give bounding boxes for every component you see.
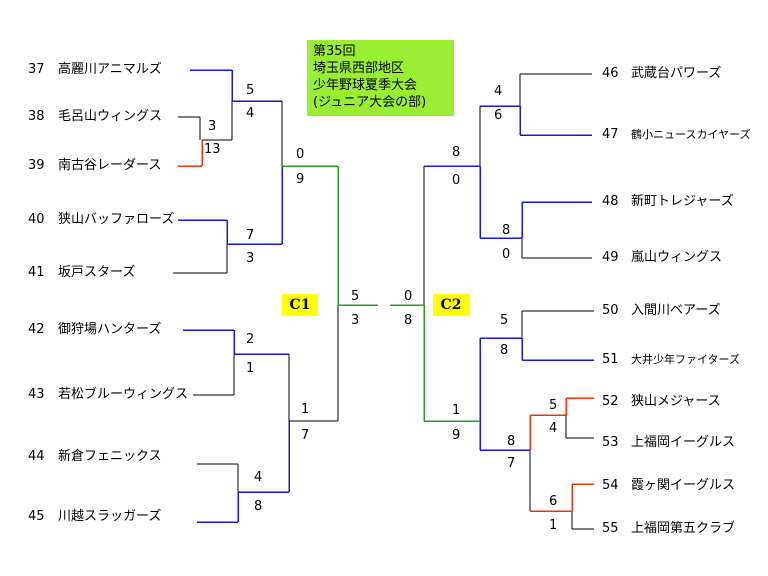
- team-name: 嵐山ウィングス: [631, 250, 723, 265]
- team-name: 上福岡イーグルス: [631, 435, 736, 450]
- score: 0: [296, 147, 305, 162]
- score: 0: [404, 289, 413, 304]
- team-number: 46: [602, 66, 619, 81]
- score: 8: [502, 223, 511, 238]
- team-name: 狭山バッファローズ: [58, 212, 175, 227]
- team-number: 40: [28, 212, 45, 227]
- score: 8: [500, 343, 509, 358]
- team-name: 新倉フェニックス: [58, 449, 162, 464]
- team-name: 上福岡第五クラブ: [631, 521, 736, 536]
- score: 0: [452, 173, 461, 188]
- team-name: 入間川ベアーズ: [631, 303, 721, 318]
- team-number: 44: [28, 449, 45, 464]
- block-label-right: C2: [433, 294, 469, 316]
- team-name: 御狩場ハンターズ: [58, 322, 162, 337]
- team-name: 高麗川アニマルズ: [58, 62, 162, 77]
- score: 2: [246, 332, 255, 347]
- title-line: 少年野球夏季大会: [313, 78, 418, 93]
- title-line: (ジュニア大会の部): [313, 95, 427, 110]
- block-label-left: C1: [282, 294, 318, 316]
- score: 7: [301, 428, 310, 443]
- score: 4: [494, 84, 503, 99]
- score: 1: [452, 403, 461, 418]
- score: 1: [246, 361, 255, 376]
- team-name: 狭山メジャース: [631, 394, 721, 409]
- team-number: 48: [602, 194, 619, 209]
- team-number: 37: [28, 62, 45, 77]
- team-number: 53: [602, 435, 619, 450]
- score: 6: [549, 494, 558, 509]
- score: 5: [351, 289, 360, 304]
- team-number: 52: [602, 394, 619, 409]
- team-name: 南古谷レーダース: [58, 158, 162, 173]
- score: 3: [208, 119, 217, 134]
- team-name: 坂戸スターズ: [58, 265, 136, 280]
- score: 7: [246, 228, 255, 243]
- team-name: 若松ブルーウィングス: [58, 387, 189, 402]
- score: 13: [204, 142, 221, 157]
- team-name: 川越スラッガーズ: [58, 509, 162, 524]
- team-number: 41: [28, 265, 45, 280]
- team-number: 51: [602, 352, 619, 367]
- team-number: 54: [602, 478, 619, 493]
- score: 8: [507, 434, 516, 449]
- score: 3: [351, 313, 360, 328]
- team-name: 大井少年ファイターズ: [631, 353, 741, 366]
- team-number: 38: [28, 109, 45, 124]
- score: 0: [502, 247, 511, 262]
- score: 8: [404, 313, 413, 328]
- score: 7: [507, 456, 516, 471]
- team-number: 55: [602, 521, 619, 536]
- score: 1: [301, 402, 310, 417]
- team-name: 霞ヶ関イーグルス: [631, 478, 736, 493]
- team-name: 新町トレジャーズ: [631, 194, 734, 209]
- score: 8: [452, 145, 461, 160]
- title-line: 埼玉県西部地区: [313, 61, 405, 76]
- score: 4: [549, 421, 558, 436]
- score: 1: [549, 518, 558, 533]
- tournament-title: 第35回 埼玉県西部地区 少年野球夏季大会 (ジュニア大会の部): [307, 40, 454, 116]
- score: 5: [500, 313, 509, 328]
- score: 8: [254, 499, 263, 514]
- team-name: 鶴小ニュースカイヤーズ: [631, 128, 751, 141]
- team-name: 毛呂山ウィングス: [58, 109, 163, 124]
- team-number: 45: [28, 509, 45, 524]
- score: 5: [549, 398, 558, 413]
- team-number: 50: [602, 303, 619, 318]
- team-number: 39: [28, 158, 45, 173]
- score: 4: [246, 106, 255, 121]
- score: 3: [246, 251, 255, 266]
- score: 6: [494, 108, 503, 123]
- score: 9: [296, 172, 305, 187]
- team-number: 47: [602, 127, 619, 142]
- team-number: 42: [28, 322, 45, 337]
- team-number: 49: [602, 250, 619, 265]
- score: 9: [452, 428, 461, 443]
- team-name: 武蔵台パワーズ: [631, 66, 722, 81]
- score: 5: [246, 83, 255, 98]
- team-number: 43: [28, 387, 45, 402]
- score: 4: [254, 470, 263, 485]
- title-line: 第35回: [313, 44, 356, 59]
